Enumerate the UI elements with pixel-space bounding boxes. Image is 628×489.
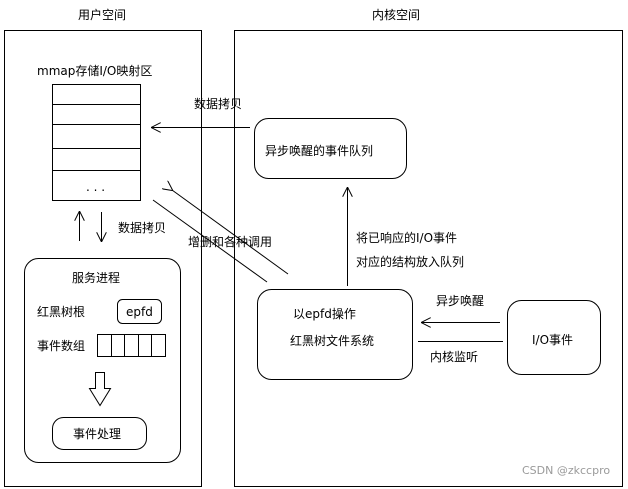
kernel-space-title: 内核空间	[372, 8, 420, 22]
async-wake-label: 异步唤醒	[436, 294, 484, 308]
arrow-ctl-diagonal-b	[172, 190, 289, 275]
rbtree-root-label: 红黑树根	[37, 304, 85, 319]
epfd-box	[117, 299, 162, 324]
enqueue-label-line2: 对应的结构放入队列	[356, 254, 464, 269]
epfd-op-line2: 红黑树文件系统	[290, 333, 374, 348]
watermark: CSDN @zkccpro	[522, 464, 610, 477]
user-space-region	[4, 30, 202, 487]
epfd-op-line1: 以epfd操作	[293, 306, 356, 321]
event-queue-box	[254, 118, 407, 179]
ctl-call-label: 增删和各种调用	[188, 234, 272, 249]
arrow-ctl-diagonal-a	[152, 199, 268, 283]
event-array-cells	[97, 334, 166, 357]
epfd-op-box	[257, 289, 413, 380]
mmap-label: mmap存储I/O映射区	[37, 63, 152, 78]
hollow-down-arrow-icon	[88, 372, 112, 407]
user-copy-label: 数据拷贝	[118, 220, 166, 235]
service-process-box	[24, 258, 181, 463]
event-queue-label: 异步唤醒的事件队列	[265, 143, 373, 158]
mmap-area	[52, 84, 141, 201]
user-space-title: 用户空间	[78, 7, 126, 22]
kernel-copy-label: 数据拷贝	[194, 96, 242, 111]
io-event-label: I/O事件	[532, 333, 573, 347]
io-event-box	[507, 300, 601, 375]
event-array-label: 事件数组	[37, 338, 85, 353]
event-handle-box	[52, 417, 147, 450]
enqueue-label-line1: 将已响应的I/O事件	[356, 230, 457, 245]
epfd-label: epfd	[126, 305, 153, 319]
mmap-ellipsis: . . .	[86, 180, 105, 194]
event-handle-label: 事件处理	[73, 427, 121, 441]
service-process-title: 服务进程	[72, 270, 120, 285]
kernel-listen-label: 内核监听	[430, 350, 478, 364]
